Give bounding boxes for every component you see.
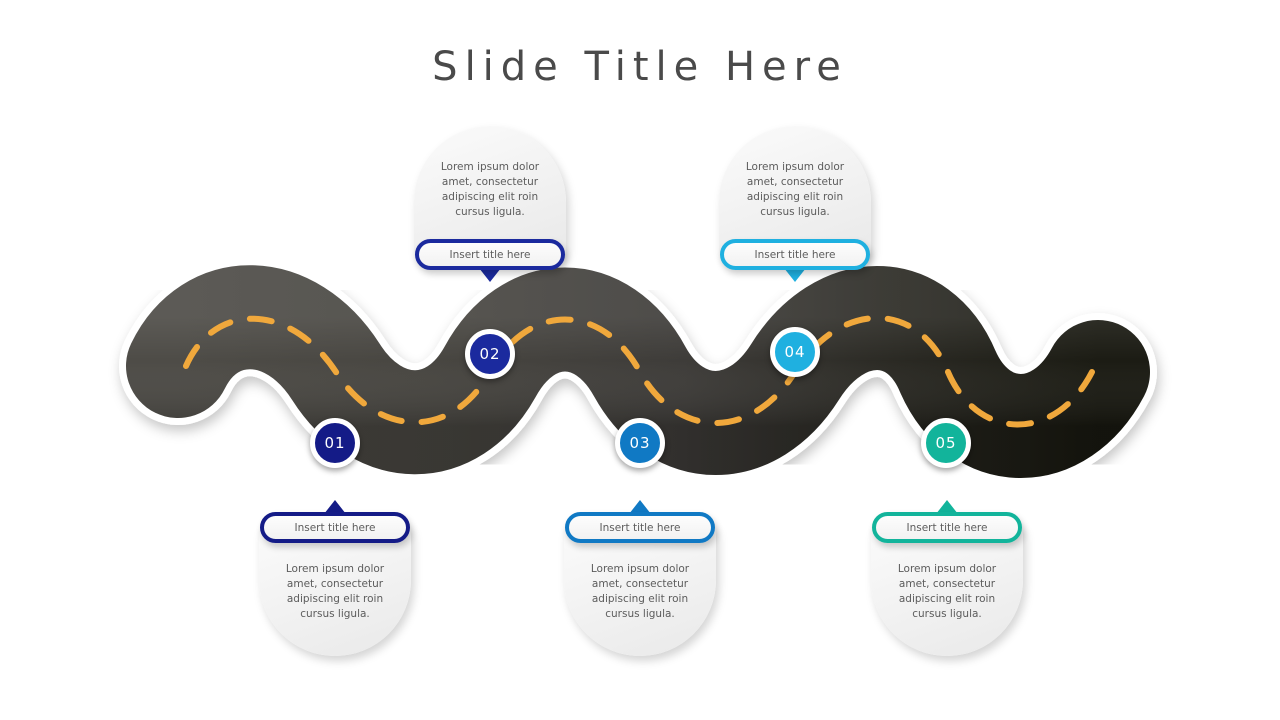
callout-title-label: Insert title here [599, 521, 681, 534]
callout-card-body: Lorem ipsum dolor amet, consectetur adip… [414, 126, 566, 258]
callout-step-01[interactable]: Insert title here Lorem ipsum dolor amet… [259, 500, 411, 656]
callout-card-body: Lorem ipsum dolor amet, consectetur adip… [719, 126, 871, 258]
callout-title-button[interactable]: Insert title here [872, 512, 1022, 543]
callout-card-body: Lorem ipsum dolor amet, consectetur adip… [871, 524, 1023, 656]
callout-body-text: Lorem ipsum dolor amet, consectetur adip… [285, 563, 385, 620]
road-node-label: 04 [784, 343, 806, 361]
road-node-05[interactable]: 05 [921, 418, 971, 468]
callout-body-text: Lorem ipsum dolor amet, consectetur adip… [440, 161, 540, 218]
callout-title-button[interactable]: Insert title here [415, 239, 565, 270]
page-title: Slide Title Here [432, 44, 848, 90]
callout-pointer-icon [479, 268, 501, 282]
callout-step-05[interactable]: Insert title here Lorem ipsum dolor amet… [871, 500, 1023, 656]
road-node-04[interactable]: 04 [770, 327, 820, 377]
callout-card-body: Lorem ipsum dolor amet, consectetur adip… [259, 524, 411, 656]
callout-title-button[interactable]: Insert title here [720, 239, 870, 270]
road-node-label: 05 [935, 434, 957, 452]
callout-card-body: Lorem ipsum dolor amet, consectetur adip… [564, 524, 716, 656]
road-node-label: 03 [629, 434, 651, 452]
callout-title-label: Insert title here [449, 248, 531, 261]
road-node-01[interactable]: 01 [310, 418, 360, 468]
callout-title-label: Insert title here [906, 521, 988, 534]
road-node-02[interactable]: 02 [465, 329, 515, 379]
callout-title-button[interactable]: Insert title here [260, 512, 410, 543]
callout-body-text: Lorem ipsum dolor amet, consectetur adip… [745, 161, 845, 218]
callout-pointer-icon [936, 500, 958, 514]
callout-pointer-icon [629, 500, 651, 514]
road-node-label: 02 [479, 345, 501, 363]
callout-step-03[interactable]: Insert title here Lorem ipsum dolor amet… [564, 500, 716, 656]
callout-step-04[interactable]: Lorem ipsum dolor amet, consectetur adip… [719, 126, 871, 282]
callout-body-text: Lorem ipsum dolor amet, consectetur adip… [897, 563, 997, 620]
road-node-label: 01 [324, 434, 346, 452]
callout-title-button[interactable]: Insert title here [565, 512, 715, 543]
callout-pointer-icon [324, 500, 346, 514]
callout-step-02[interactable]: Lorem ipsum dolor amet, consectetur adip… [414, 126, 566, 282]
callout-body-text: Lorem ipsum dolor amet, consectetur adip… [590, 563, 690, 620]
callout-title-label: Insert title here [754, 248, 836, 261]
callout-title-label: Insert title here [294, 521, 376, 534]
callout-pointer-icon [784, 268, 806, 282]
road-node-03[interactable]: 03 [615, 418, 665, 468]
